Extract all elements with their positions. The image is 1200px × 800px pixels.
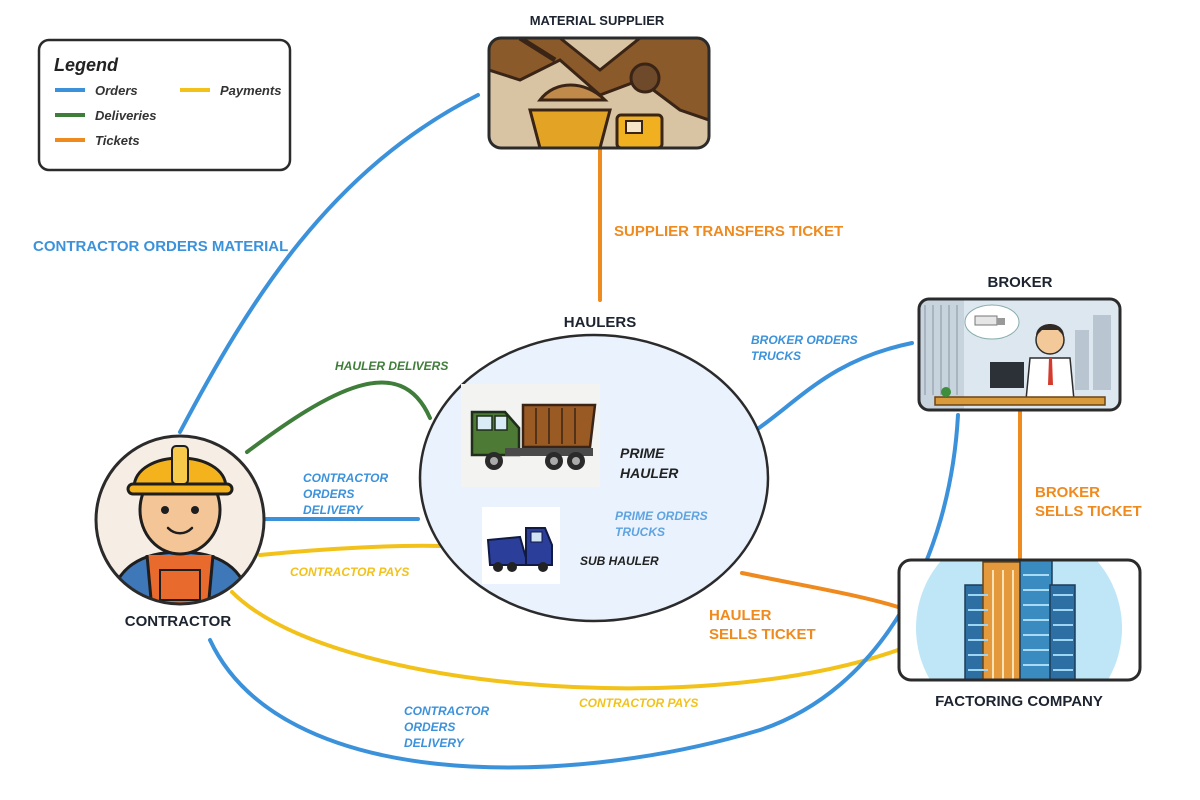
prime-orders-trucks-line2: TRUCKS [615, 525, 665, 539]
broker-node: BROKER [917, 274, 1122, 412]
label-contractor-orders-delivery-bottom-2: ORDERS [404, 720, 455, 734]
label-contractor-orders-delivery-top-1: CONTRACTOR [303, 471, 388, 485]
label-contractor-orders-delivery-bottom-3: DELIVERY [404, 736, 465, 750]
edge-labels: CONTRACTOR ORDERS MATERIAL SUPPLIER TRAN… [33, 223, 1142, 750]
edge-hauler-sells-ticket [740, 571, 900, 609]
label-contractor-orders-delivery-top-3: DELIVERY [303, 503, 364, 517]
broker-frame [917, 297, 1122, 412]
label-supplier-transfers-ticket: SUPPLIER TRANSFERS TICKET [614, 223, 843, 240]
sub-hauler-truck-icon [482, 507, 560, 584]
edge-contractor-pays-top [258, 543, 442, 557]
label-contractor-orders-material: CONTRACTOR ORDERS MATERIAL [33, 238, 288, 255]
edge-contractor-pays-bottom [230, 590, 900, 691]
prime-hauler-label-line2: HAULER [620, 465, 679, 481]
label-hauler-delivers: HAULER DELIVERS [335, 359, 448, 373]
label-contractor-orders-delivery-bottom-1: CONTRACTOR [404, 704, 489, 718]
label-contractor-orders-delivery-top-2: ORDERS [303, 487, 354, 501]
factoring-company-title: FACTORING COMPANY [935, 693, 1103, 710]
legend: Legend Orders Deliveries Tickets Payment… [37, 38, 292, 172]
label-contractor-pays-top: CONTRACTOR PAYS [290, 565, 409, 579]
label-contractor-pays-bottom: CONTRACTOR PAYS [579, 696, 698, 710]
label-broker-sells-ticket-2: SELLS TICKET [1035, 503, 1142, 520]
material-supplier-node: MATERIAL SUPPLIER [487, 13, 711, 150]
label-broker-sells-ticket-1: BROKER [1035, 484, 1100, 501]
edge-hauler-delivers [245, 380, 432, 454]
factoring-company-node: FACTORING COMPANY [897, 558, 1142, 710]
label-hauler-sells-ticket-1: HAULER [709, 607, 772, 624]
contractor-node: CONTRACTOR [94, 434, 266, 630]
prime-hauler-truck-icon [461, 384, 600, 487]
construction-worker-icon [96, 436, 264, 604]
edge-contractor-orders-material [178, 93, 480, 434]
label-broker-orders-trucks-2: TRUCKS [751, 349, 801, 363]
label-broker-orders-trucks-1: BROKER ORDERS [751, 333, 858, 347]
legend-label-tickets: Tickets [95, 133, 140, 148]
prime-orders-trucks-line1: PRIME ORDERS [615, 509, 708, 523]
haulers-title: HAULERS [564, 314, 637, 331]
sub-hauler-label: SUB HAULER [580, 554, 659, 568]
haulers-node: HAULERS PRIME HAULER PRIME ORDERS [418, 314, 770, 623]
material-supplier-title: MATERIAL SUPPLIER [530, 13, 665, 28]
legend-box [37, 38, 292, 172]
prime-hauler-label-line1: PRIME [620, 445, 665, 461]
legend-label-payments: Payments [220, 83, 281, 98]
material-supplier-frame [487, 36, 711, 150]
factoring-company-frame [897, 558, 1142, 682]
legend-label-deliveries: Deliveries [95, 108, 156, 123]
contractor-frame [94, 434, 266, 606]
legend-label-orders: Orders [95, 83, 138, 98]
legend-title: Legend [54, 55, 119, 75]
edge-broker-orders-trucks [750, 341, 914, 435]
mining-dump-truck-icon [489, 38, 709, 148]
contractor-title: CONTRACTOR [125, 613, 232, 630]
broker-title: BROKER [987, 274, 1052, 291]
broker-office-icon [919, 299, 1120, 410]
label-hauler-sells-ticket-2: SELLS TICKET [709, 626, 816, 643]
